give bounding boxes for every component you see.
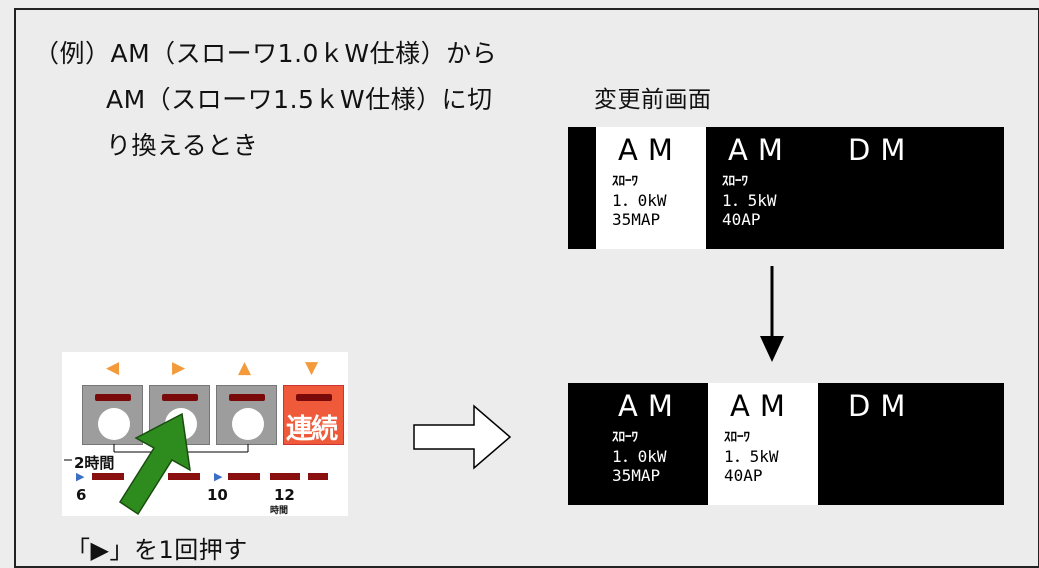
led-indicator: [296, 394, 332, 401]
scale-led: [228, 473, 260, 480]
after-screen: AM ｽﾛｰﾜ 1．0kW 35MAP AM ｽﾛｰﾜ 1．5kW 40AP D…: [568, 383, 1004, 505]
after-cell-am-1-5kw: AM ｽﾛｰﾜ 1．5kW 40AP: [708, 383, 818, 505]
scale-12: 12: [274, 486, 295, 504]
right-arrow-icon: ▶: [172, 358, 186, 378]
spec-power: 1．5kW: [722, 191, 777, 210]
down-arrow-icon: ▼: [305, 358, 319, 378]
spec-power: 1．0kW: [612, 191, 667, 210]
up-key[interactable]: [216, 385, 277, 445]
spec-text: ｽﾛｰﾜ 1．0kW 35MAP: [612, 172, 667, 229]
led-indicator: [162, 394, 198, 401]
spec-blower: ｽﾛｰﾜ: [722, 174, 748, 189]
spec-power: 1．5kW: [724, 447, 779, 466]
spec-text: ｽﾛｰﾜ 1．5kW 40AP: [724, 428, 779, 485]
spec-model: 40AP: [724, 466, 763, 485]
before-cell-dm: DM: [826, 127, 936, 249]
mode-label: DM: [848, 133, 916, 167]
led-indicator: [95, 394, 131, 401]
spec-model: 35MAP: [612, 466, 661, 485]
key-button[interactable]: [98, 408, 130, 440]
heading-line2: AM（スローワ1.5ｋW仕様）に切: [106, 85, 493, 114]
indicator-triangle-icon: ▶: [214, 470, 223, 483]
continuous-label: 連続: [286, 414, 338, 445]
pointer-arrow-icon: [118, 412, 191, 516]
spec-power: 1．0kW: [612, 447, 667, 466]
spec-text: ｽﾛｰﾜ 1．0kW 35MAP: [612, 428, 667, 485]
scale-10: 10: [207, 486, 228, 504]
before-screen: AM ｽﾛｰﾜ 1．0kW 35MAP AM ｽﾛｰﾜ 1．5kW 40AP D…: [568, 127, 1004, 249]
spec-blower: ｽﾛｰﾜ: [612, 430, 638, 445]
spec-model: 40AP: [722, 210, 761, 229]
after-cell-am-1-0kw: AM ｽﾛｰﾜ 1．0kW 35MAP: [596, 383, 706, 505]
led-indicator: [229, 394, 265, 401]
mode-label: AM: [618, 389, 683, 423]
spec-text: ｽﾛｰﾜ 1．5kW 40AP: [722, 172, 777, 229]
scale-led: [270, 473, 300, 480]
timer-label: 2時間: [74, 454, 115, 472]
indicator-triangle-icon: ▶: [76, 470, 85, 483]
down-arrow-icon: [760, 266, 784, 362]
heading-line3: り換えるとき: [106, 131, 259, 160]
scale-unit: 時間: [270, 506, 289, 516]
before-screen-label: 変更前画面: [594, 87, 712, 113]
after-cell-dm: DM: [826, 383, 936, 505]
scale-led: [92, 473, 124, 480]
scale-6: 6: [76, 486, 87, 504]
mode-label: AM: [618, 133, 683, 167]
up-arrow-icon: ▲: [238, 358, 252, 378]
before-cell-am-1-5kw: AM ｽﾛｰﾜ 1．5kW 40AP: [706, 127, 816, 249]
left-arrow-icon: ◀: [106, 358, 120, 378]
right-hollow-arrow-icon: [413, 404, 512, 470]
mode-label: DM: [848, 389, 916, 423]
left-key[interactable]: [82, 385, 143, 445]
spec-model: 35MAP: [612, 210, 661, 229]
spec-blower: ｽﾛｰﾜ: [724, 430, 750, 445]
heading-line1: （例）AM（スローワ1.0ｋW仕様）から: [34, 39, 498, 68]
mode-label: AM: [730, 389, 795, 423]
instruction-text: 「▶」を1回押す: [66, 536, 248, 564]
spec-blower: ｽﾛｰﾜ: [612, 174, 638, 189]
before-cell-am-1-0kw: AM ｽﾛｰﾜ 1．0kW 35MAP: [596, 127, 706, 249]
mode-label: AM: [728, 133, 793, 167]
scale-led: [168, 473, 200, 480]
key-button[interactable]: [232, 408, 264, 440]
scale-led: [308, 473, 328, 480]
continuous-key[interactable]: 連続: [283, 385, 344, 445]
